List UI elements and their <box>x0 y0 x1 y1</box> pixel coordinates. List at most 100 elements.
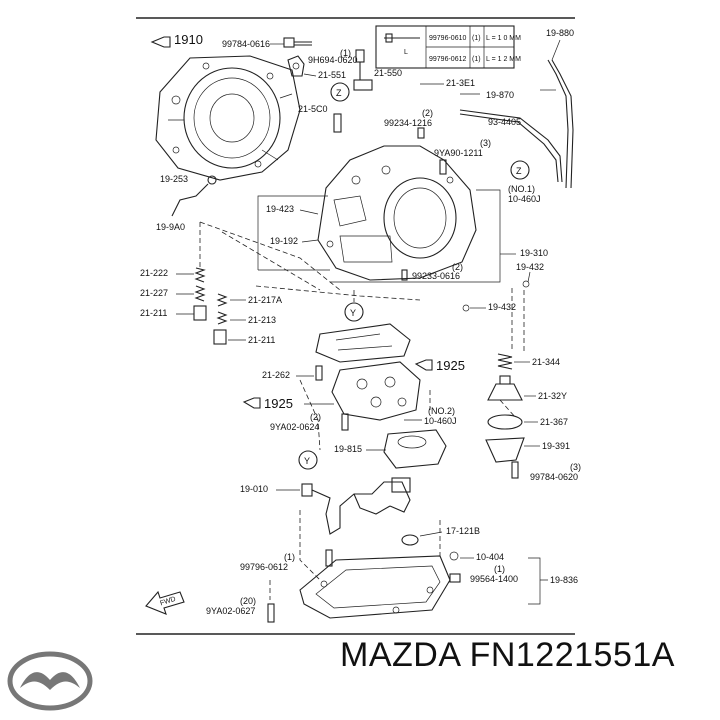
bolt-length-table: L 99796-0610 (1) L = 1 0 MM 99796-0612 (… <box>375 25 521 69</box>
label-9H694-0620: 9H694-0620 <box>308 55 358 65</box>
table-row2-qty: (1) <box>472 56 481 63</box>
marker-y-bottom: Y <box>298 450 318 470</box>
label-21-344: 21-344 <box>532 357 560 367</box>
label-10-460J-a: 10-460J <box>508 194 541 204</box>
qty-99784-0620: (3) <box>570 462 581 472</box>
label-19-870: 19-870 <box>486 90 514 100</box>
label-19-432-a: 19-432 <box>516 262 544 272</box>
qty-99233: (2) <box>452 262 463 272</box>
label-19-423: 19-423 <box>266 204 294 214</box>
qty-9YA02-0624: (2) <box>310 412 321 422</box>
cover-19-391 <box>485 437 525 463</box>
label-9YA02-0624: 9YA02-0624 <box>270 422 319 432</box>
label-19-432-b: 19-432 <box>488 302 516 312</box>
label-21-211-b: 21-211 <box>248 335 275 345</box>
svg-text:Z: Z <box>336 88 342 98</box>
dipstick-tube <box>459 109 563 183</box>
label-19-192: 19-192 <box>270 236 298 246</box>
table-dim-label: L <box>404 49 408 56</box>
label-19-391: 19-391 <box>542 441 570 451</box>
valve-body <box>331 361 421 421</box>
label-21-213: 21-213 <box>248 315 276 325</box>
label-9YA02-0627: 9YA02-0627 <box>206 606 255 616</box>
separator-plate <box>315 323 411 363</box>
part-19-253 <box>207 175 217 185</box>
label-19-836: 19-836 <box>550 575 578 585</box>
label-19-010: 19-010 <box>240 484 268 494</box>
label-10-404: 10-404 <box>476 552 504 562</box>
spring-21-217A <box>216 293 228 307</box>
label-1925-a: 1925 <box>436 358 465 373</box>
table-row1-length: L = 1 0 MM <box>486 35 521 42</box>
label-21-227: 21-227 <box>140 288 168 298</box>
spring-21-227 <box>194 285 206 302</box>
label-21-550: 21-550 <box>374 68 402 78</box>
plug-21-211-b <box>213 329 227 345</box>
dashed-guides <box>199 221 525 600</box>
dipstick <box>540 39 574 189</box>
label-19-9A0: 19-9A0 <box>156 222 185 232</box>
mazda-logo-icon <box>7 651 93 711</box>
label-21-551: 21-551 <box>318 70 346 80</box>
drain-plug-99564-1400 <box>449 573 461 583</box>
spring-21-344 <box>497 353 513 370</box>
gasket-10-404 <box>449 551 459 561</box>
label-1925-b: 1925 <box>264 396 293 411</box>
svg-text:Y: Y <box>304 456 310 466</box>
table-row1-part: 99796-0610 <box>429 35 466 42</box>
case-outline-box <box>257 189 501 283</box>
label-21-222: 21-222 <box>140 268 168 278</box>
svg-text:Y: Y <box>350 308 356 318</box>
bolt-21-262 <box>315 365 323 381</box>
oil-strainer-19-815 <box>383 429 447 469</box>
plug-21-211-a <box>193 305 207 321</box>
label-99564-1400: 99564-1400 <box>470 574 518 584</box>
label-99234-1216: 99234-1216 <box>384 118 432 128</box>
label-99233-0616: 99233-0616 <box>412 271 460 281</box>
label-21-262: 21-262 <box>262 370 290 380</box>
transmission-case <box>317 145 477 281</box>
label-99796-0612-b: 99796-0612 <box>240 562 288 572</box>
bolt-9YA02-0627 <box>267 603 275 623</box>
sensor-21-551 <box>287 55 305 77</box>
label-21-5C0: 21-5C0 <box>298 104 328 114</box>
label-17-121B: 17-121B <box>446 526 480 536</box>
table-row2-part: 99796-0612 <box>429 56 466 63</box>
ref-arrow-1925-a: 1925 <box>414 358 465 373</box>
oil-pan-19-836 <box>299 555 451 619</box>
label-99784-0620: 99784-0620 <box>530 472 578 482</box>
bolt-99784-0620 <box>511 461 519 479</box>
fwd-arrow-icon: FWD <box>145 590 185 615</box>
qty-9YA90: (3) <box>480 138 491 148</box>
label-93-4405: 93-4405 <box>488 117 521 127</box>
label-21-217A: 21-217A <box>248 295 282 305</box>
qty-99564: (1) <box>494 564 505 574</box>
piston-21-32Y <box>487 375 523 401</box>
table-row1-qty: (1) <box>472 35 481 42</box>
spring-21-222 <box>194 267 206 283</box>
bolt-9YA02-0624 <box>341 413 349 431</box>
svg-text:Z: Z <box>516 166 522 176</box>
qty-99234: (2) <box>422 108 433 118</box>
qty-99796-b: (1) <box>284 552 295 562</box>
label-1910: 1910 <box>174 32 203 47</box>
bracket-19-836 <box>528 557 548 605</box>
marker-y-top: Y <box>344 302 364 322</box>
label-10-460J-b: 10-460J <box>424 416 457 426</box>
label-no1: (NO.1) <box>508 184 535 194</box>
label-99784-0616: 99784-0616 <box>222 39 270 49</box>
brand-part-number: MAZDA FN1221551A <box>340 636 675 674</box>
label-9YA90-1211: 9YA90-1211 <box>434 148 483 158</box>
bell-housing <box>155 55 301 181</box>
oring-17-121B <box>401 534 419 546</box>
label-no2: (NO.2) <box>428 406 455 416</box>
fwd-label: FWD <box>159 596 176 608</box>
label-21-367: 21-367 <box>540 417 568 427</box>
ref-arrow-1925-b: 1925 <box>242 396 293 411</box>
label-19-815: 19-815 <box>334 444 362 454</box>
wiring-harness-19-010 <box>301 477 411 535</box>
label-21-211-a: 21-211 <box>140 308 167 318</box>
label-21-32Y: 21-32Y <box>538 391 567 401</box>
marker-z-top: Z <box>330 82 350 102</box>
